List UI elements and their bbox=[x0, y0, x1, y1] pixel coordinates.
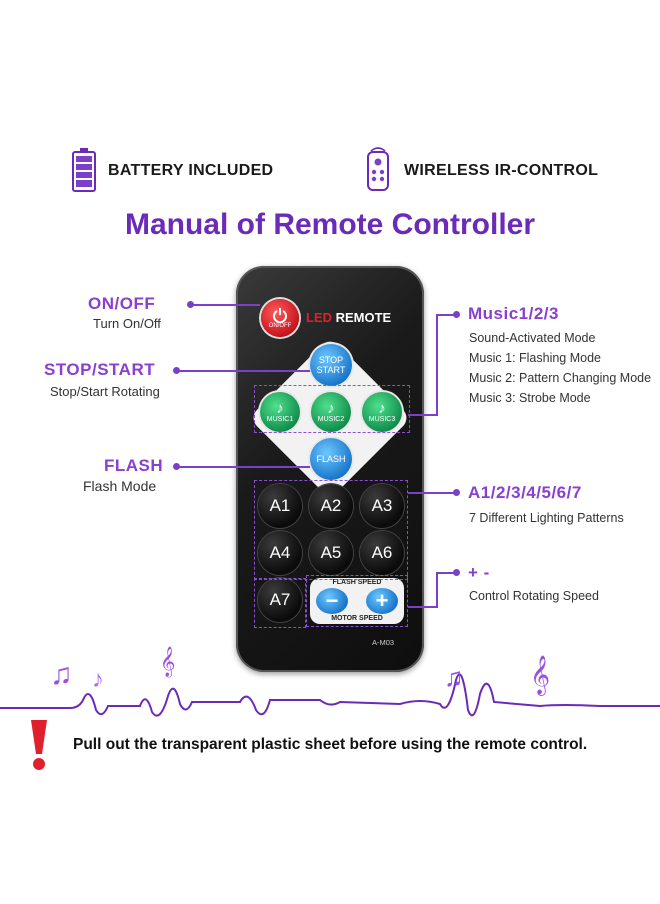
music-dot bbox=[453, 311, 460, 318]
stop-start-line bbox=[176, 370, 310, 372]
motor-speed-label: MOTOR SPEED bbox=[331, 615, 383, 622]
music3-label: MUSIC3 bbox=[368, 416, 396, 423]
music1-button[interactable]: ♪ MUSIC1 bbox=[260, 392, 300, 432]
a4-button[interactable]: A4 bbox=[258, 531, 302, 575]
model-label: A-M03 bbox=[372, 638, 395, 647]
flash-speed-label: FLASH SPEED bbox=[332, 579, 382, 586]
a7-highlight bbox=[254, 578, 306, 628]
page-title: Manual of Remote Controller bbox=[124, 208, 536, 241]
stop-start-sub: Stop/Start Rotating bbox=[50, 384, 160, 399]
a-buttons-highlight bbox=[254, 480, 408, 580]
music-buttons-highlight bbox=[254, 385, 410, 433]
on-off-title: ON/OFF bbox=[88, 294, 156, 313]
music-note-icon: 𝄞 bbox=[160, 646, 176, 676]
music-line-2: Music 1: Flashing Mode bbox=[469, 351, 602, 365]
music1-label: MUSIC1 bbox=[266, 416, 294, 423]
patterns-title: A1/2/3/4/5/6/7 bbox=[468, 483, 582, 502]
patterns-line bbox=[408, 492, 456, 494]
power-button[interactable]: ON/OFF bbox=[261, 299, 299, 337]
power-button-label: ON/OFF bbox=[268, 323, 292, 329]
speed-control: FLASH SPEED − + MOTOR SPEED bbox=[310, 578, 404, 624]
speed-dot bbox=[453, 569, 460, 576]
music-line-top bbox=[436, 314, 456, 316]
speed-title: + - bbox=[468, 563, 490, 582]
warning-icon bbox=[28, 718, 50, 772]
flash-title: FLASH bbox=[104, 456, 164, 475]
music-line-bottom bbox=[408, 414, 438, 416]
patterns-dot bbox=[453, 489, 460, 496]
speed-highlight bbox=[306, 575, 408, 627]
a1-button[interactable]: A1 bbox=[258, 484, 302, 528]
stop-start-title: STOP/START bbox=[44, 360, 156, 379]
speed-connector bbox=[436, 572, 438, 608]
brand-led-text: LED bbox=[306, 310, 332, 325]
patterns-sub: 7 Different Lighting Patterns bbox=[469, 511, 624, 525]
stop-start-button[interactable]: STOP START bbox=[310, 344, 352, 386]
music-note-icon: ♪ bbox=[327, 400, 335, 417]
sound-wave-decoration: ♫ ♪ 𝄞 ♫ 𝄞 bbox=[0, 640, 660, 730]
remote-icon bbox=[366, 146, 392, 192]
warning-text: Pull out the transparent plastic sheet b… bbox=[73, 736, 588, 753]
a5-button[interactable]: A5 bbox=[309, 531, 353, 575]
flash-sub: Flash Mode bbox=[83, 478, 157, 494]
music3-button[interactable]: ♪ MUSIC3 bbox=[362, 392, 402, 432]
battery-icon bbox=[72, 148, 96, 192]
music-line-4: Music 3: Strobe Mode bbox=[469, 391, 591, 405]
a7-button[interactable]: A7 bbox=[258, 578, 302, 622]
speed-line-top bbox=[436, 572, 456, 574]
music-line-1: Sound-Activated Mode bbox=[469, 331, 596, 345]
music-line-3: Music 2: Pattern Changing Mode bbox=[469, 371, 652, 385]
music-connector bbox=[436, 314, 438, 416]
music-note-icon: ♫ bbox=[50, 658, 73, 691]
music-note-icon: ♫ bbox=[444, 662, 464, 692]
battery-feature-label: BATTERY INCLUDED bbox=[108, 162, 274, 179]
flash-button[interactable]: FLASH bbox=[310, 438, 352, 480]
wireless-feature-label: WIRELESS IR-CONTROL bbox=[404, 162, 599, 179]
a2-button[interactable]: A2 bbox=[309, 484, 353, 528]
brand-label: LED REMOTE bbox=[306, 310, 391, 325]
on-off-sub: Turn On/Off bbox=[93, 316, 161, 331]
music-title: Music1/2/3 bbox=[468, 304, 559, 323]
flash-line bbox=[176, 466, 310, 468]
power-icon bbox=[273, 308, 287, 323]
music2-label: MUSIC2 bbox=[317, 416, 345, 423]
music-note-icon: ♪ bbox=[92, 666, 104, 693]
music2-button[interactable]: ♪ MUSIC2 bbox=[311, 392, 351, 432]
plus-button[interactable]: + bbox=[366, 588, 398, 614]
a6-button[interactable]: A6 bbox=[360, 531, 404, 575]
on-off-line bbox=[190, 304, 260, 306]
minus-button[interactable]: − bbox=[316, 588, 348, 614]
music-note-icon: ♪ bbox=[378, 400, 386, 417]
remote-controller: ON/OFF LED REMOTE STOP START ♪ MUSIC1 ♪ … bbox=[236, 266, 424, 672]
brand-remote-text: REMOTE bbox=[332, 310, 392, 325]
music-note-icon: ♪ bbox=[276, 400, 284, 417]
speed-sub: Control Rotating Speed bbox=[469, 589, 599, 603]
a3-button[interactable]: A3 bbox=[360, 484, 404, 528]
music-note-icon: 𝄞 bbox=[530, 656, 551, 694]
speed-line-bottom bbox=[408, 606, 438, 608]
